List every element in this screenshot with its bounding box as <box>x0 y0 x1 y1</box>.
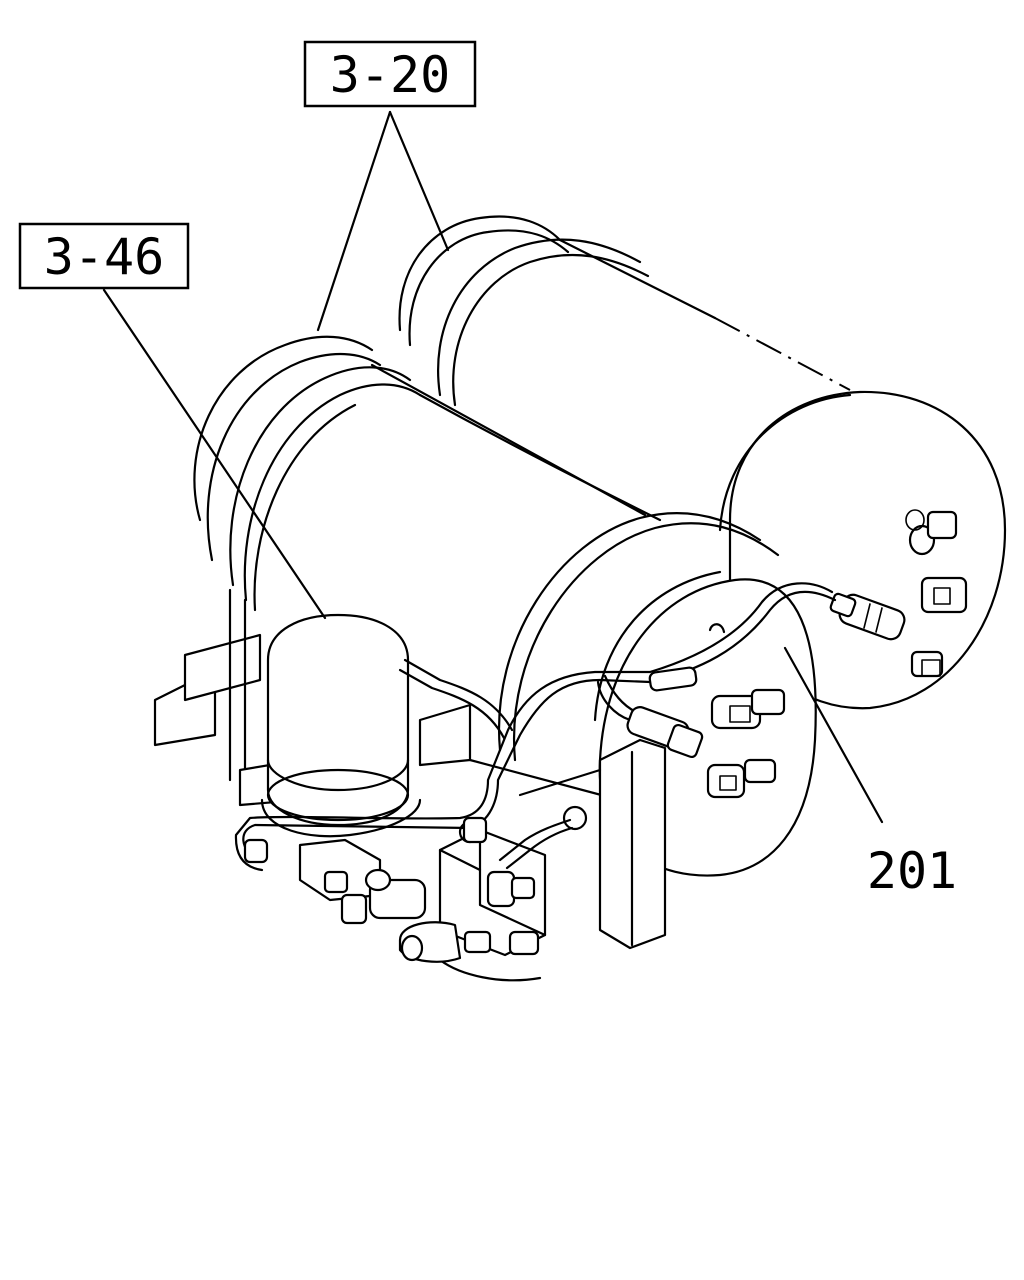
sensor-harness <box>234 582 837 872</box>
end-cap-fitting-3 <box>910 650 944 678</box>
harness-lower-connector <box>243 816 488 864</box>
harness-connector <box>648 666 698 692</box>
end-cap-fitting-1 <box>905 509 958 556</box>
ref-label-3-20: 3-20 <box>330 46 450 104</box>
callout-3-46: 3-46 <box>18 222 190 290</box>
pressure-sensor-front <box>626 706 704 759</box>
front-tank-fittings <box>706 623 786 799</box>
air-dryer <box>260 613 422 902</box>
leader-lines <box>102 110 884 824</box>
part-number-201: 201 <box>867 842 957 900</box>
callout-3-20: 3-20 <box>303 40 477 108</box>
end-cap-fitting-2 <box>920 576 968 614</box>
ref-label-3-46: 3-46 <box>44 228 164 286</box>
mounting-bracket <box>153 588 667 950</box>
pressure-sensor-rear <box>829 592 906 641</box>
valve-block <box>323 805 588 963</box>
